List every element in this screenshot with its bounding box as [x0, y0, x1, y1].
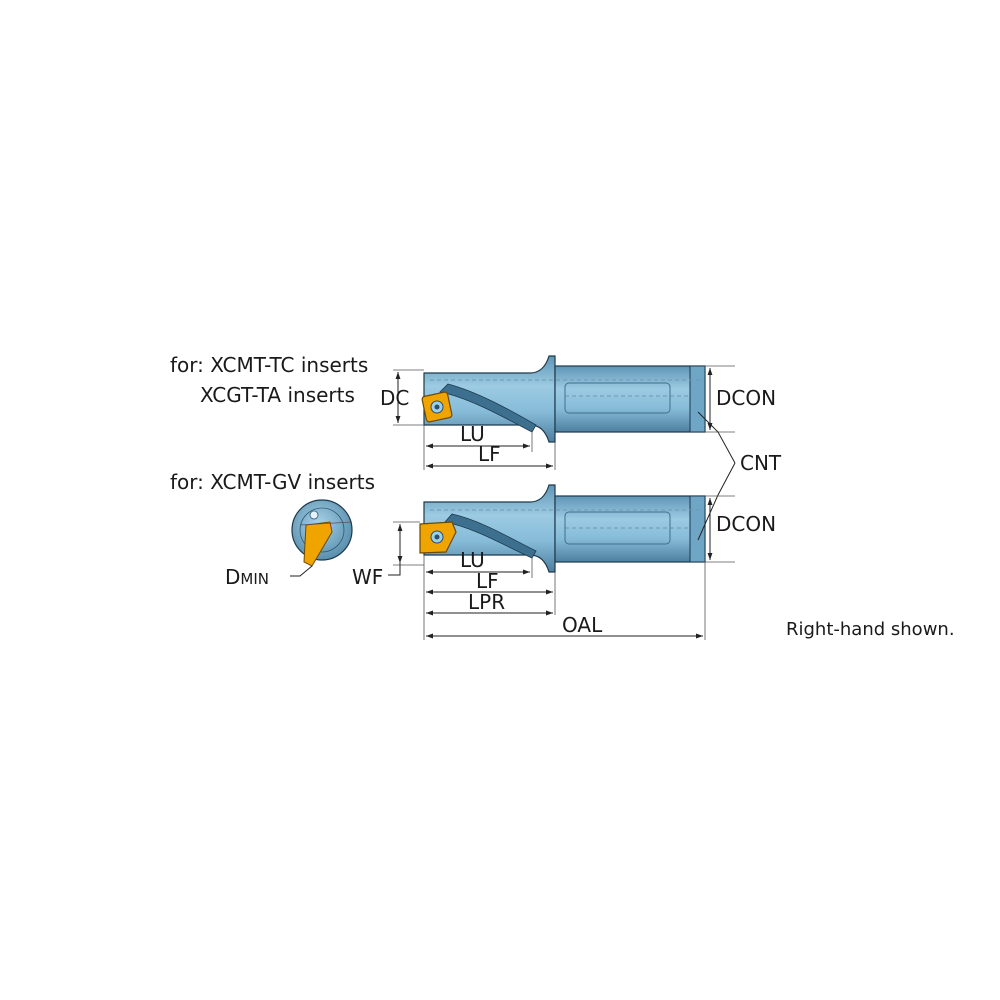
cnt-label: CNT [740, 451, 782, 475]
lower-heading: for: XCMT-GV inserts [170, 470, 375, 494]
lower-shank-end [689, 495, 706, 563]
lower-lf-label: LF [476, 569, 499, 593]
wf-label: WF [352, 565, 383, 589]
upper-insert [421, 391, 453, 423]
end-view [290, 499, 353, 577]
upper-heading-line1: for: XCMT-TC inserts [170, 353, 368, 377]
orientation-note: Right-hand shown. [786, 619, 955, 640]
upper-shank [554, 365, 706, 433]
dmin-label: DMIN [225, 565, 269, 589]
lower-flute [444, 513, 537, 559]
lower-shank [554, 495, 706, 563]
lower-lu-label: LU [460, 548, 485, 572]
lower-tool [419, 484, 706, 573]
upper-dimensions [393, 365, 735, 470]
lower-dimensions [388, 495, 735, 640]
oal-label: OAL [562, 613, 603, 637]
upper-flute [439, 383, 537, 433]
upper-lu-label: LU [460, 422, 485, 446]
upper-shank-end [689, 365, 706, 433]
upper-heading-line2: XCGT-TA inserts [200, 383, 355, 407]
lower-insert [419, 521, 457, 554]
lower-dcon-label: DCON [716, 512, 776, 536]
cnt-leaders [697, 411, 736, 541]
upper-dcon-label: DCON [716, 386, 776, 410]
upper-tool [421, 355, 706, 443]
lower-lpr-label: LPR [468, 590, 505, 614]
upper-lf-label: LF [478, 442, 501, 466]
upper-dc-label: DC [380, 386, 409, 410]
